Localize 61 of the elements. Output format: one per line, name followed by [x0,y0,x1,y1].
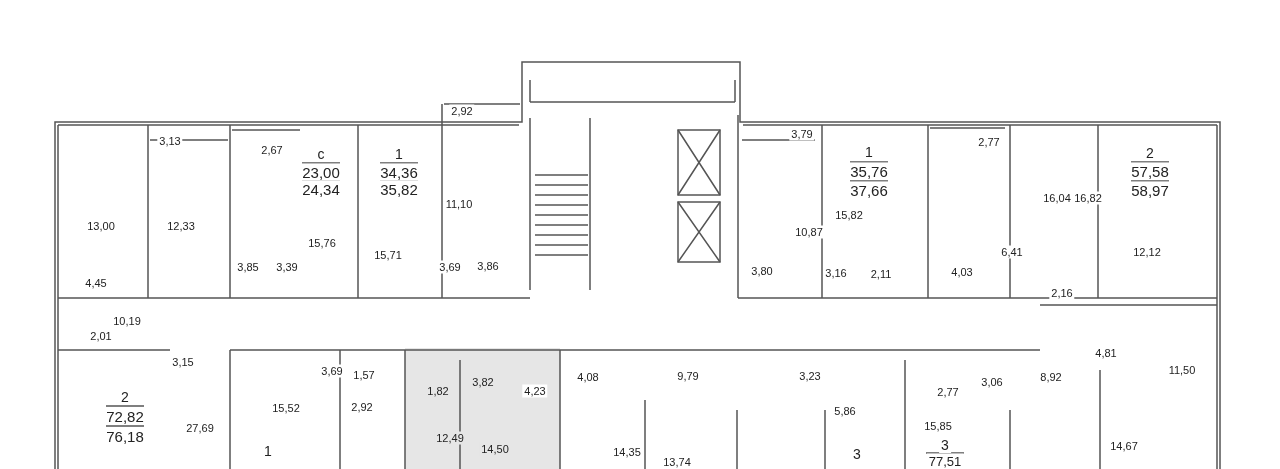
room-area-label: 1,57 [351,368,377,382]
room-area-label: 4,23 [522,384,548,398]
room-area-label: 10,19 [111,314,143,328]
room-area-label: 12,12 [1131,245,1163,259]
room-area-label: 11,50 [1166,363,1198,377]
room-area-label: 4,45 [83,276,109,290]
room-area-label: 15,71 [372,248,404,262]
room-area-label: 12,33 [165,219,197,233]
room-area-label: 2,77 [935,385,961,399]
room-area-label: 2,67 [259,143,285,157]
room-area-label: 4,81 [1093,346,1119,360]
apartment-label: 1 [262,443,274,459]
room-area-label: 3,69 [437,260,463,274]
room-area-label: 3,23 [797,369,823,383]
apartment-label: 35,82 [378,180,420,198]
room-area-label: 9,79 [675,369,701,383]
room-area-label: 2,11 [868,267,894,281]
room-area-label: 3,82 [470,375,496,389]
room-area-label: 2,92 [349,400,375,414]
room-area-label: 14,50 [479,442,511,456]
room-area-label: 1,82 [425,384,451,398]
room-area-label: 12,49 [434,431,466,445]
room-area-label: 3,15 [170,355,196,369]
apartment-label: 2 [1144,145,1156,161]
apartment-label: 1 [393,146,405,162]
apartment-label: 2 [119,389,131,405]
room-area-label: 13,74 [661,455,693,469]
room-area-label: 4,08 [575,370,601,384]
room-area-label: 3,69 [319,364,345,378]
room-area-label: 15,82 [833,208,865,222]
apartment-label: 1 [863,144,875,160]
room-area-label: 14,67 [1108,439,1140,453]
apartment-label: 3 [851,446,863,462]
room-area-label: 3,86 [475,259,501,273]
room-area-label: 11,10 [443,197,475,211]
room-area-label: 3,39 [274,260,300,274]
apartment-label: 3 [939,437,951,453]
room-area-label: 6,41 [999,245,1025,259]
room-area-label: 2,16 [1049,286,1075,300]
room-area-label: 15,85 [922,419,954,433]
room-area-label: 2,92 [449,104,475,118]
room-area-label: 10,87 [793,225,825,239]
room-area-label: 5,86 [832,404,858,418]
room-area-label: 2,01 [88,329,114,343]
room-area-label: 3,16 [823,266,849,280]
room-area-label: 15,52 [270,401,302,415]
room-area-label: 3,80 [749,264,775,278]
room-area-label: 4,03 [949,265,975,279]
room-area-label: 14,35 [611,445,643,459]
room-area-label: 3,13 [157,134,183,148]
room-area-label: 15,76 [306,236,338,250]
room-area-label: 16,04 [1041,191,1073,205]
apartment-label: 24,34 [300,180,342,198]
room-area-label: 27,69 [184,421,216,435]
room-area-label: 13,00 [85,219,117,233]
room-area-label: 8,92 [1038,370,1064,384]
room-area-label: 3,85 [235,260,261,274]
room-area-label: 16,82 [1072,191,1104,205]
room-area-label: 3,79 [789,127,815,141]
room-area-label: 2,77 [976,135,1002,149]
room-area-label: 3,06 [979,375,1005,389]
